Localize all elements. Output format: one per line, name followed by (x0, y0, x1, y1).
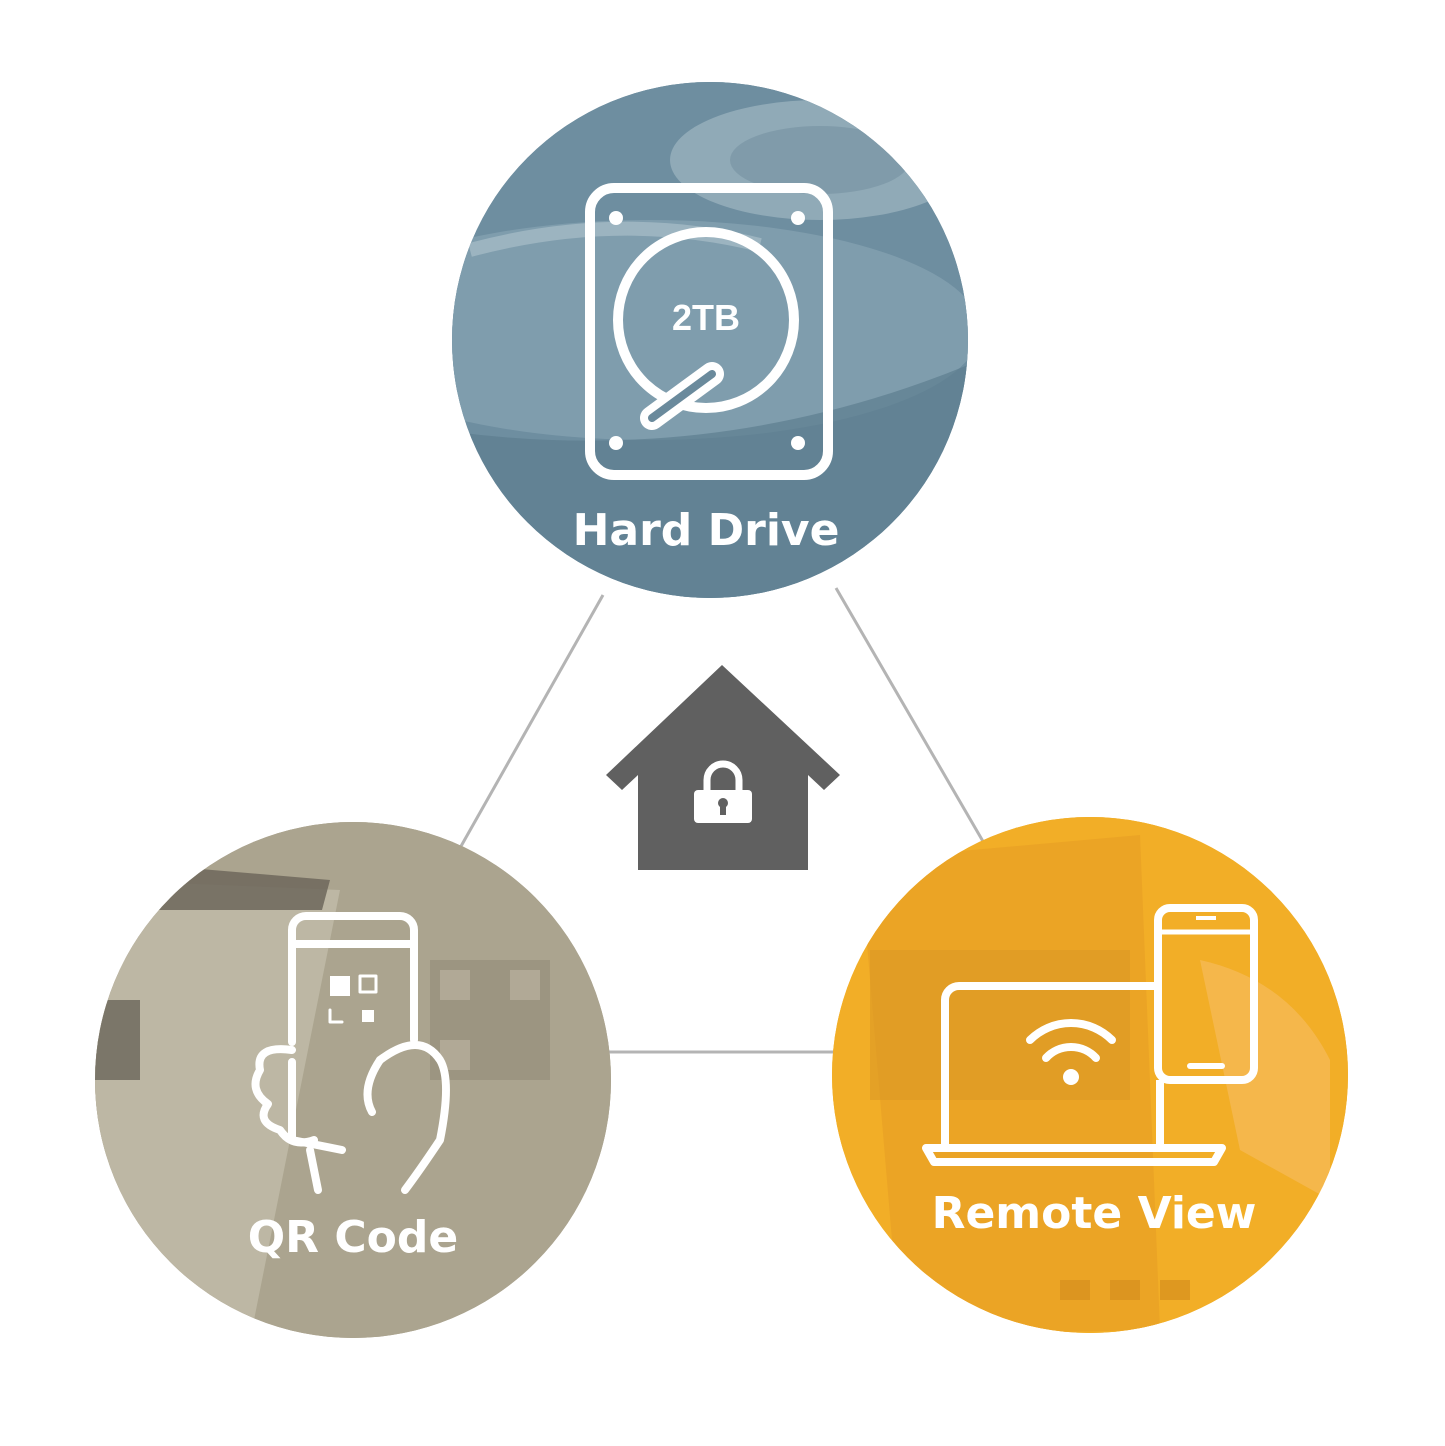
qr-code-node: QR Code (95, 822, 611, 1338)
hand-phone-icon (251, 912, 450, 1194)
capacity-label: 2TB (672, 297, 740, 338)
qr-code-background (95, 822, 611, 1338)
connector-hd-rv (834, 587, 990, 851)
hard-drive-icon (585, 183, 833, 480)
connector-lines (458, 587, 990, 1054)
remote-view-node: Remote View (832, 817, 1348, 1333)
remote-view-label: Remote View (932, 1188, 1257, 1239)
connector-hd-qr (458, 594, 605, 849)
qr-code-label: QR Code (248, 1212, 458, 1263)
laptop-phone-wifi-icon (922, 904, 1258, 1166)
hard-drive-label: Hard Drive (573, 505, 840, 556)
remote-view-background (832, 817, 1348, 1333)
hard-drive-node: 2TB Hard Drive (452, 82, 968, 598)
house-lock-icon (606, 665, 840, 870)
